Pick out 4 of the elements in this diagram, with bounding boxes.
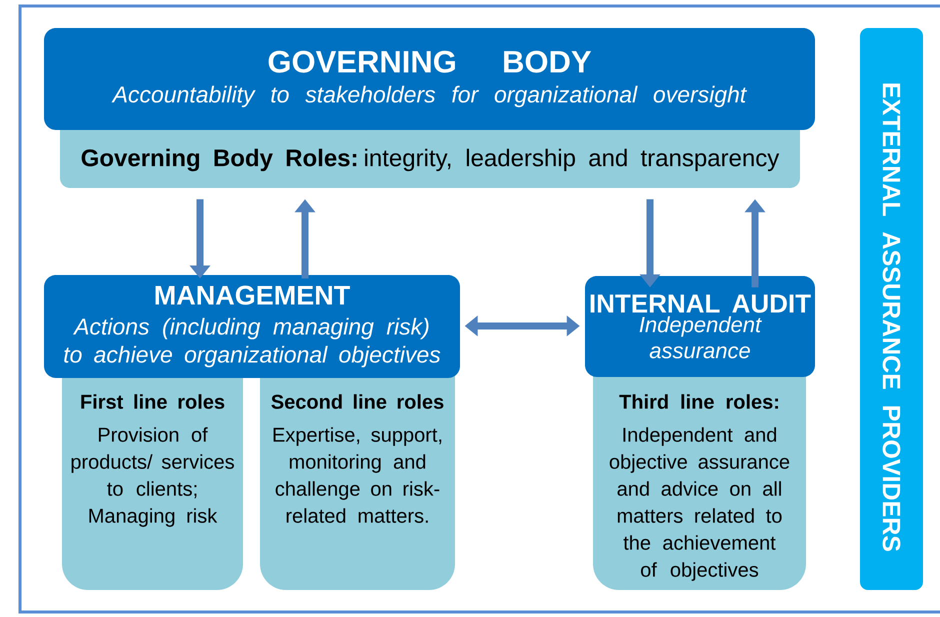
title-box: INTERNAL AUDIT Independent assurance: [585, 276, 815, 377]
title-box: MANAGEMENT Actions (including managing risk) to achieve organizational objectives: [44, 275, 460, 378]
side-bar: EXTERNAL ASSURANCE PROVIDERS: [860, 28, 923, 590]
title-box: GOVERNING BODY Accountability to stakeholders for organizational oversight: [44, 28, 815, 130]
